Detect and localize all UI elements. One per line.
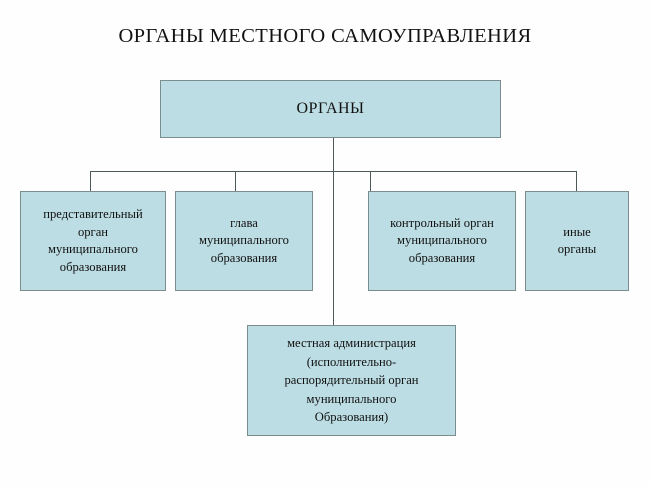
node-representative-body: представительный орган муниципального об… (20, 191, 166, 291)
connector-horizontal-bus (90, 171, 577, 172)
node-control-body: контрольный орган муниципального образов… (368, 191, 516, 291)
node-head-of-municipality-label: глава муниципального образования (199, 215, 289, 265)
node-other-bodies-label: иные органы (557, 224, 597, 257)
node-representative-body-label: представительный орган муниципального об… (43, 207, 143, 274)
node-control-body-label: контрольный орган муниципального образов… (390, 215, 494, 265)
node-root-bodies: ОРГАНЫ (160, 80, 501, 138)
node-other-bodies: иные органы (525, 191, 629, 291)
connector-leg-representative-body (90, 171, 91, 191)
connector-leg-other-bodies (576, 171, 577, 191)
connector-leg-control-body (370, 171, 371, 191)
node-local-administration-label: местная администрация (исполнительно- ра… (284, 336, 419, 425)
node-head-of-municipality: глава муниципального образования (175, 191, 313, 291)
node-root-label: ОРГАНЫ (296, 100, 365, 117)
connector-root-to-bottom (333, 138, 334, 325)
diagram-title: ОРГАНЫ МЕСТНОГО САМОУПРАВЛЕНИЯ (118, 25, 532, 47)
node-local-administration: местная администрация (исполнительно- ра… (247, 325, 456, 436)
connector-leg-head-of-municipality (235, 171, 236, 191)
